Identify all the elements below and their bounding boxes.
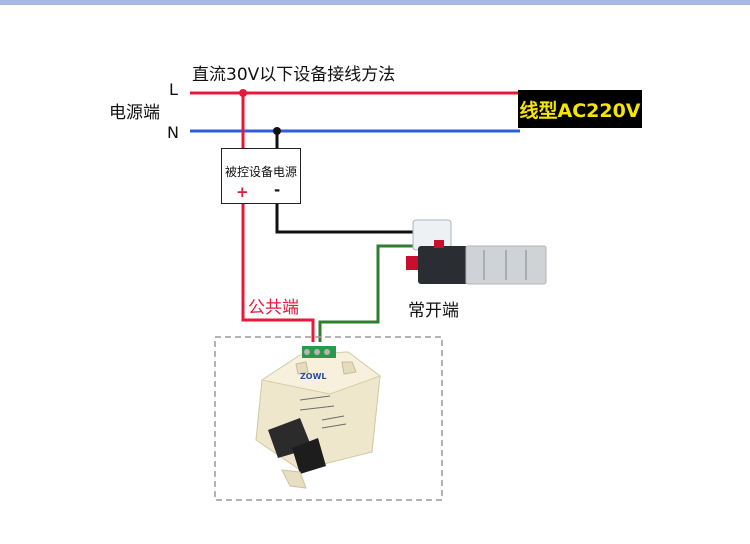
- common-terminal-label: 公共端: [248, 298, 299, 318]
- relay-frame: [214, 336, 443, 501]
- psu-plus-terminal: +: [236, 183, 249, 201]
- minus-to-valve-wire: [275, 203, 414, 234]
- psu-minus-terminal: -: [274, 181, 281, 199]
- relay-brand-logo: ZOWL: [300, 372, 327, 381]
- no-wire: [318, 244, 414, 342]
- common-wire: [241, 203, 315, 342]
- normally-open-label: 常开端: [408, 301, 459, 321]
- diagram-title: 直流30V以下设备接线方法: [192, 65, 396, 85]
- psu-box: 被控设备电源 + -: [221, 148, 301, 204]
- psu-title: 被控设备电源: [224, 165, 297, 179]
- solenoid-valve: [406, 219, 547, 285]
- live-line-label: L: [169, 80, 178, 99]
- top-accent-bar: [0, 0, 750, 5]
- relay-module: [255, 346, 382, 489]
- power-source-label: 电源端: [109, 103, 160, 123]
- neutral-line-label: N: [167, 123, 179, 142]
- ac220v-badge: 线型AC220V: [518, 90, 642, 128]
